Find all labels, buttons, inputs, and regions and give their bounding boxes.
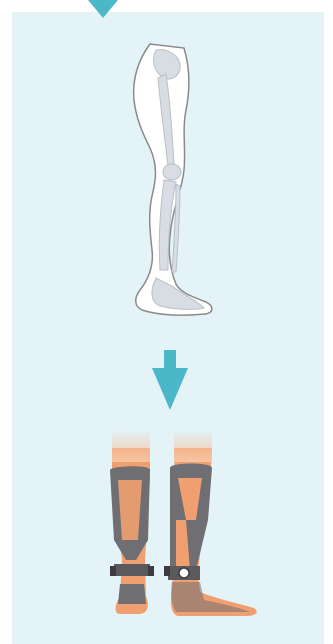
arrow-corner-icon: [88, 0, 118, 18]
arrow-down-icon: [152, 350, 188, 410]
leg-skeleton-illustration: [134, 44, 212, 315]
legs-with-braces-illustration: [110, 430, 257, 616]
